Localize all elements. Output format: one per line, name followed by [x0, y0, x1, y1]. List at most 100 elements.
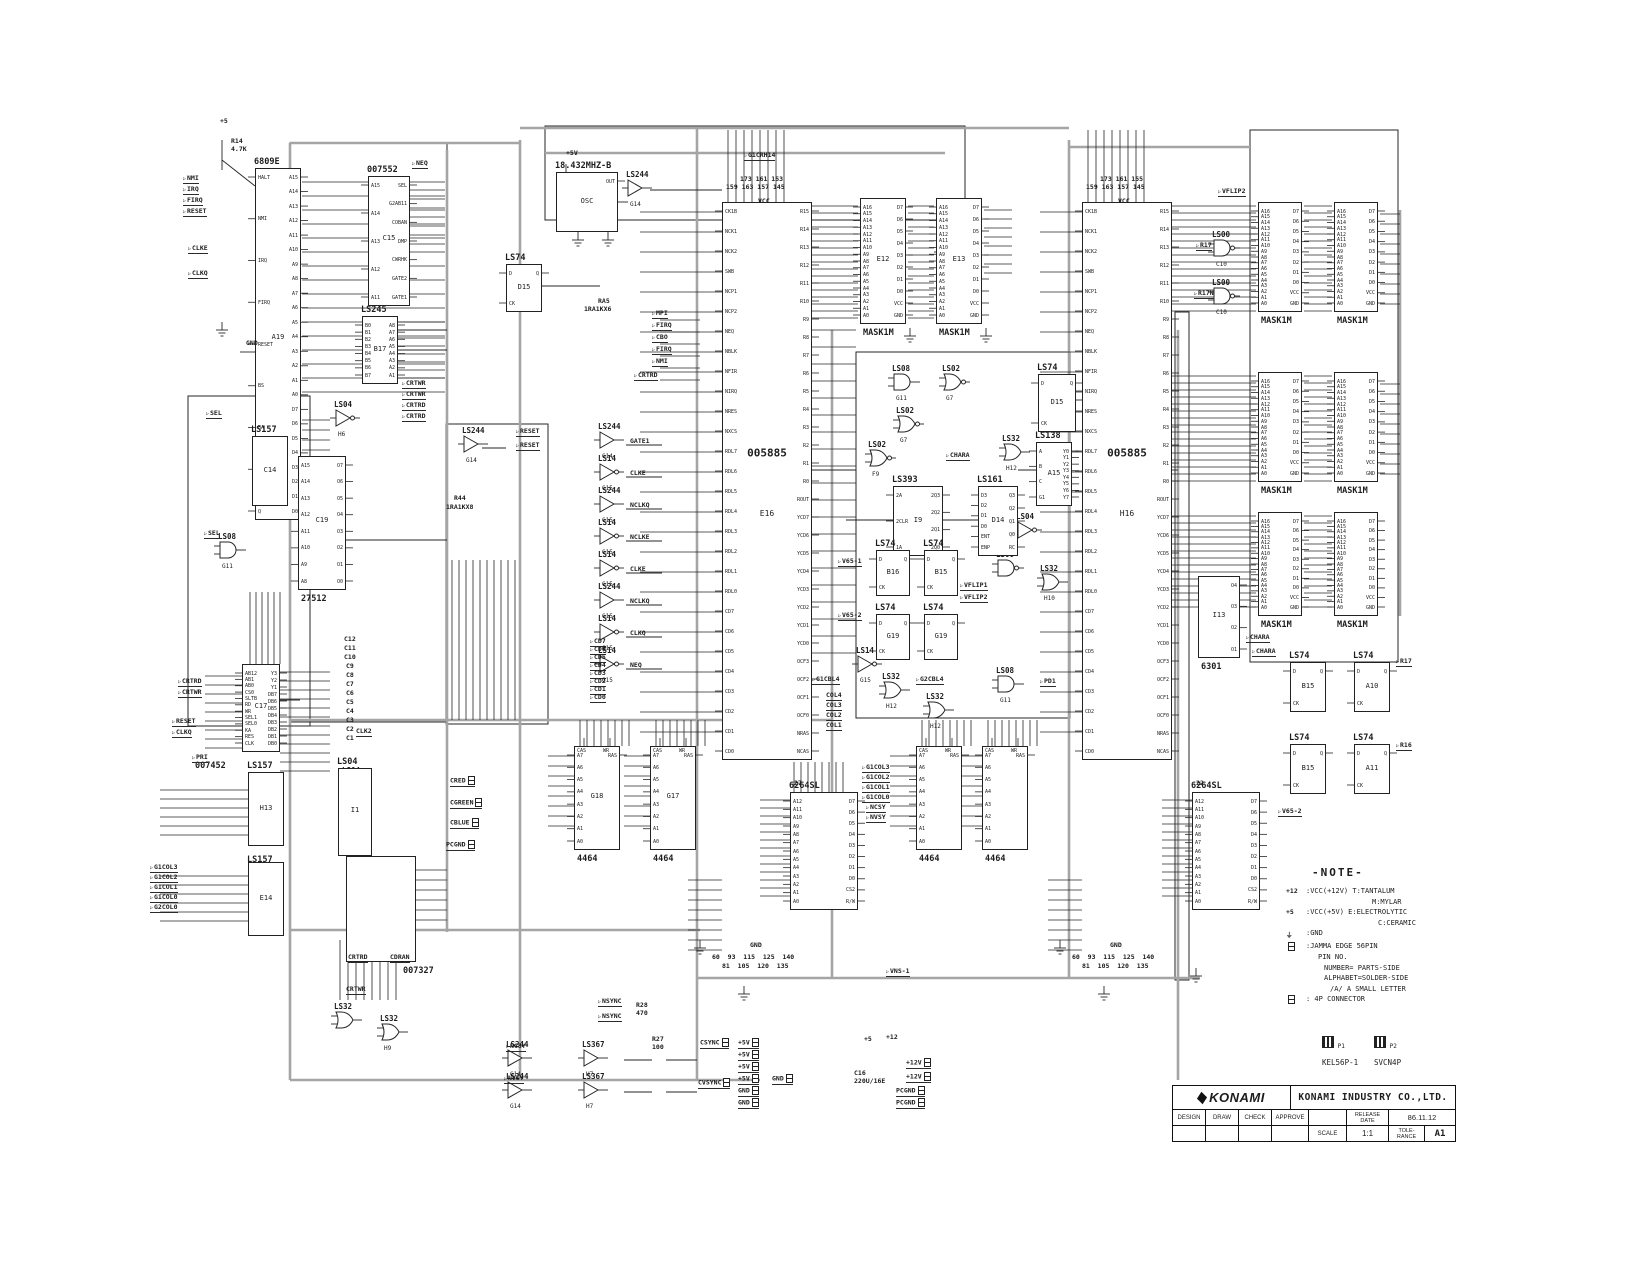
ff-ls74-d15b-pin-D: D [1041, 380, 1045, 387]
custom-005885-h16-pin-YCD2: YCD2 [1156, 604, 1169, 611]
net-label: ▷R17 [1396, 657, 1412, 667]
ic-ls245-pin-B2: B2 [365, 336, 372, 343]
ic-007552-pin-SEL: SEL [397, 182, 407, 189]
net-label: GND [738, 1086, 759, 1097]
mask1m-r3b-pin-D6: D6 [1368, 528, 1375, 535]
note-text: :VCC(+12V) T:TANTALUM [1306, 887, 1395, 895]
mask1m-e13-pin-A3: A3 [939, 292, 946, 299]
mask1m-r1b-pin-A12: A12 [1337, 231, 1347, 238]
net-label: ▷G1COL3 [150, 863, 178, 873]
net-label: ▷NVSY [504, 1074, 524, 1084]
ram-4464-4-pin-A7: A7 [985, 752, 992, 759]
ic-ls161-part-label: LS161 [977, 475, 1003, 485]
mask1m-r2a-pin-A11: A11 [1261, 407, 1271, 414]
svg-text:H10: H10 [1044, 595, 1055, 602]
ram-6264-1-pin-CS2: CS2 [845, 887, 855, 894]
ic-007452-part-label: 007452 [195, 761, 226, 771]
mask1m-e13-pin-A13: A13 [939, 224, 949, 231]
ff-ls74-d15a-part-label: LS74 [505, 253, 526, 263]
note-symbol-none [1286, 898, 1306, 906]
svg-text:H9: H9 [384, 1045, 392, 1052]
ff-ls74-a11-pin-Q: Q [1383, 750, 1387, 757]
custom-005885-h16-pin-OCF3: OCF3 [1156, 658, 1169, 665]
net-label: +12V [906, 1058, 931, 1069]
prom-6301-pin-O1: O1 [1230, 646, 1237, 653]
mask1m-r1b-pin-A8: A8 [1337, 254, 1344, 261]
net-label: 173 161 153 [740, 175, 784, 183]
mask1m-r2b-pin-A10: A10 [1337, 413, 1347, 419]
osc-ref: OSC [580, 196, 594, 205]
rom-27512-pin-A13: A13 [301, 495, 311, 502]
ic-007552-pin-A13: A13 [371, 238, 381, 245]
net-label: ▷CRTWR [402, 379, 426, 389]
net-label: ▷SEL [204, 529, 220, 539]
ic-007552-pin-GATE2: GATE2 [391, 275, 407, 282]
gnd-symbol [1098, 986, 1110, 1001]
net-label: 81 105 120 135 [1082, 962, 1149, 970]
ic-007452-pin-DB4: DB4 [267, 712, 277, 719]
cpu-6809e-pin-A5: A5 [291, 319, 298, 326]
ic-ls138-pin-B: B [1039, 463, 1043, 470]
net-label: ▷FIRQ [652, 321, 672, 331]
ic-ls393-pin-1A: 1A [896, 544, 903, 551]
svg-text:H7: H7 [586, 1103, 594, 1110]
custom-005885-e16-pin-NCK2: NCK2 [725, 248, 738, 255]
net-label: ▷G1COL0 [150, 893, 178, 903]
connector-pin-label: P1 [1334, 1043, 1345, 1050]
svg-text:H6: H6 [338, 431, 346, 438]
custom-005885-h16-pin-R15: R15 [1159, 208, 1169, 215]
note-line: : 4P CONNECTOR [1286, 995, 1464, 1004]
ff-ls74-b15b-pin-D: D [1293, 668, 1297, 675]
ram-6264-1-pin-D0: D0 [848, 876, 855, 883]
rom-27512-pin-O0: O0 [336, 578, 343, 585]
mask1m-e12-pin-A12: A12 [863, 231, 873, 238]
mask1m-r2a-pin-A1: A1 [1261, 464, 1268, 471]
mask1m-r1a-pin-A4: A4 [1261, 277, 1268, 284]
custom-005885-h16-pin-R10: R10 [1159, 298, 1169, 305]
custom-005885-e16-pin-R6: R6 [802, 370, 809, 377]
ram-4464-4-pin-A1: A1 [985, 826, 992, 833]
mask1m-e12-pin-A7: A7 [863, 265, 870, 272]
cpu-6809e-pin-D6: D6 [291, 421, 298, 428]
mask1m-r1b-pin-A2: A2 [1337, 289, 1344, 295]
ff-ls74-b15b-pin-Q: Q [1319, 668, 1323, 675]
ram-6264-2-pin-CS2: CS2 [1247, 887, 1257, 894]
mask1m-e12-pin-A11: A11 [863, 238, 873, 245]
mask1m-r1b-pin-A5: A5 [1337, 271, 1344, 278]
custom-005885-e16-pin-R13: R13 [799, 244, 809, 251]
net-label: CLK2 [356, 727, 372, 737]
edge-pin-icon [475, 798, 483, 807]
net-label: ▷CRTWR [402, 390, 426, 400]
design-label: DESIGN [1173, 1110, 1206, 1125]
prom-6301-pin-O2: O2 [1230, 625, 1237, 632]
ram-6264-2-pin-D1: D1 [1250, 865, 1257, 872]
mask1m-r1b-pin-A9: A9 [1337, 248, 1344, 255]
svg-text:NCLKQ: NCLKQ [630, 501, 650, 509]
ic-007452-pin-DB5: DB5 [267, 705, 277, 712]
custom-005885-e16-pin-CK1B: CK1B [725, 208, 738, 215]
net-label: 220U/16E [854, 1077, 886, 1085]
cpu-6809e-pin-BA: BA [258, 425, 265, 431]
custom-005885-e16-pin-RDL4: RDL4 [725, 508, 738, 515]
mask1m-r2a-pin-VCC: VCC [1289, 460, 1299, 467]
mask1m-r1b-pin-A4: A4 [1337, 277, 1344, 284]
mask1m-r2b-part-label: MASK1M [1337, 486, 1368, 496]
ram-6264-2-pin-R/W: R/W [1247, 898, 1257, 905]
ic-007452-pin-DB2: DB2 [267, 726, 277, 733]
custom-005885-h16-pin-RDL2: RDL2 [1085, 548, 1098, 555]
note-symbol-+5: +5 [1286, 908, 1294, 916]
mask1m-r1a-part-label: MASK1M [1261, 316, 1292, 326]
svg-text:G14: G14 [510, 1071, 521, 1078]
ic-ls393-pin-2Q0: 2Q0 [930, 544, 940, 551]
net-connector-icon: ▷ [1218, 189, 1222, 195]
custom-005885-e16-pin-NFIR: NFIR [725, 368, 738, 375]
ic-ls161-ref: D14 [991, 515, 1005, 524]
ff-ls74-a10-pin-CK: CK [1357, 700, 1364, 707]
net-label: ▷CLKQ [172, 728, 192, 738]
svg-text:LS02: LS02 [942, 364, 960, 373]
